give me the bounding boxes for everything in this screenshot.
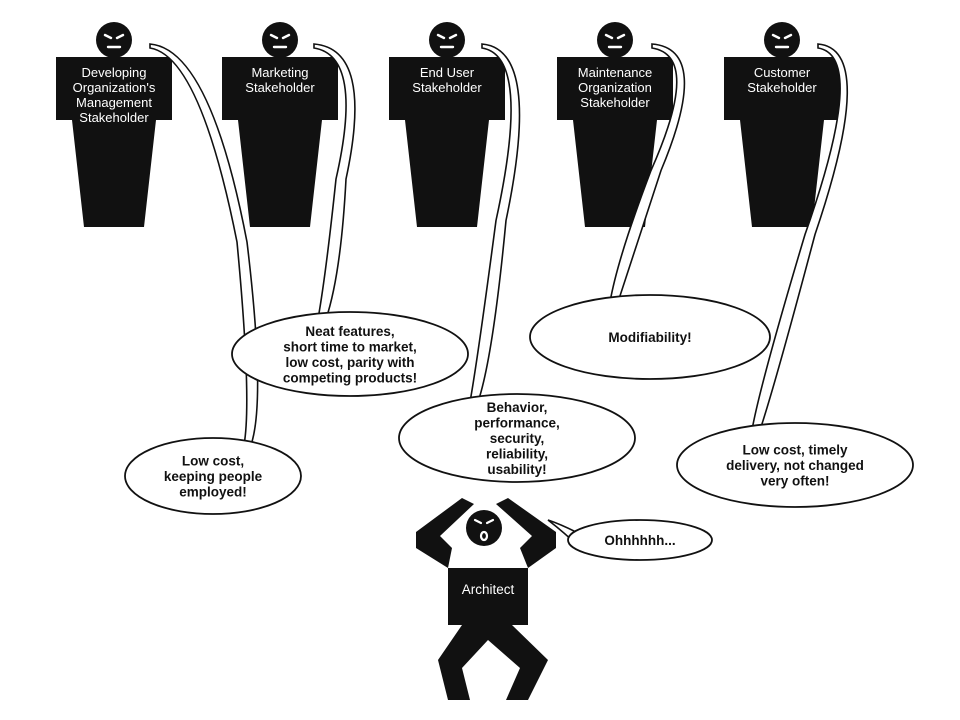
architect-body <box>416 498 556 700</box>
right-brow <box>115 33 125 40</box>
bubble-text-line: usability! <box>487 462 546 477</box>
architect-speech-bubble: Ohhhhhh... <box>547 519 713 561</box>
stakeholder-label-line: Stakeholder <box>747 80 817 95</box>
figure-body <box>724 57 840 227</box>
left-brow <box>269 33 279 40</box>
left-brow <box>771 33 781 40</box>
stakeholder-label-line: Organization's <box>73 80 156 95</box>
bubble-text-line: security, <box>490 431 545 446</box>
left-brow <box>103 33 113 40</box>
stakeholder-label-line: Stakeholder <box>245 80 315 95</box>
bubble-shape <box>567 519 713 561</box>
bubble-text-line: low cost, parity with <box>285 355 414 370</box>
speech-bubble-marketing: Neat features,short time to market,low c… <box>231 43 469 397</box>
figure-body <box>56 57 172 227</box>
stakeholder-label-line: Stakeholder <box>580 95 650 110</box>
stakeholder-label-line: Stakeholder <box>79 110 149 125</box>
figure-body <box>222 57 338 227</box>
bubble-text-line: performance, <box>474 416 560 431</box>
bubble-text-line: very often! <box>760 474 829 489</box>
bubble-text-line: Behavior, <box>487 400 548 415</box>
stakeholder-label-line: Marketing <box>251 65 308 80</box>
bubble-shape <box>529 294 771 380</box>
left-brow <box>436 33 446 40</box>
left-brow <box>604 33 614 40</box>
right-brow <box>281 33 291 40</box>
stakeholder-label-line: Customer <box>754 65 811 80</box>
bubble-text-line: Neat features, <box>305 324 394 339</box>
bubble-text-line: delivery, not changed <box>726 458 864 473</box>
head-icon <box>262 22 298 58</box>
stakeholder-label-line: Management <box>76 95 152 110</box>
speech-bubble-end-user: Behavior,performance,security,reliabilit… <box>398 43 636 483</box>
stakeholder-label-line: Organization <box>578 80 652 95</box>
head-circle <box>96 22 132 58</box>
left-brow <box>473 518 483 525</box>
bubble-shape <box>231 311 469 397</box>
bubble-text: Modifiability! <box>608 330 691 345</box>
bubble-text-line: Modifiability! <box>608 330 691 345</box>
head-circle <box>262 22 298 58</box>
bubble-shape <box>124 437 302 515</box>
head-circle <box>429 22 465 58</box>
bubble-text-line: competing products! <box>283 370 417 385</box>
architect-figure: Architect <box>416 498 556 700</box>
bubble-text-line: employed! <box>179 485 247 500</box>
right-brow <box>783 33 793 40</box>
head-icon <box>764 22 800 58</box>
speech-bubble-maintenance: Modifiability! <box>529 43 771 380</box>
bubble-shape <box>676 422 914 508</box>
head-circle <box>764 22 800 58</box>
architect-head-icon <box>466 510 502 546</box>
right-brow <box>616 33 626 40</box>
bubble-text-line: keeping people <box>164 469 263 484</box>
architect-label: Architect <box>462 582 515 597</box>
bubble-text: Behavior,performance,security,reliabilit… <box>474 400 560 477</box>
right-brow <box>485 518 495 525</box>
stakeholder-label-line: Maintenance <box>578 65 652 80</box>
architect-speech-text: Ohhhhhh... <box>604 533 675 548</box>
bubble-text-line: reliability, <box>486 447 548 462</box>
mouth-o <box>479 530 489 542</box>
head-icon <box>96 22 132 58</box>
stakeholder-label-line: Developing <box>81 65 146 80</box>
head-icon <box>597 22 633 58</box>
bubble-text-line: Low cost, <box>182 454 244 469</box>
head-icon <box>429 22 465 58</box>
figure-body <box>557 57 673 227</box>
stakeholder-label-line: End User <box>420 65 475 80</box>
right-brow <box>448 33 458 40</box>
head-circle <box>597 22 633 58</box>
bubble-text-line: short time to market, <box>283 339 417 354</box>
bubble-text: Neat features,short time to market,low c… <box>283 324 417 386</box>
stakeholder-label-line: Stakeholder <box>412 80 482 95</box>
bubble-shape <box>398 393 636 483</box>
figure-body <box>389 57 505 227</box>
bubble-text-line: Low cost, timely <box>742 443 848 458</box>
